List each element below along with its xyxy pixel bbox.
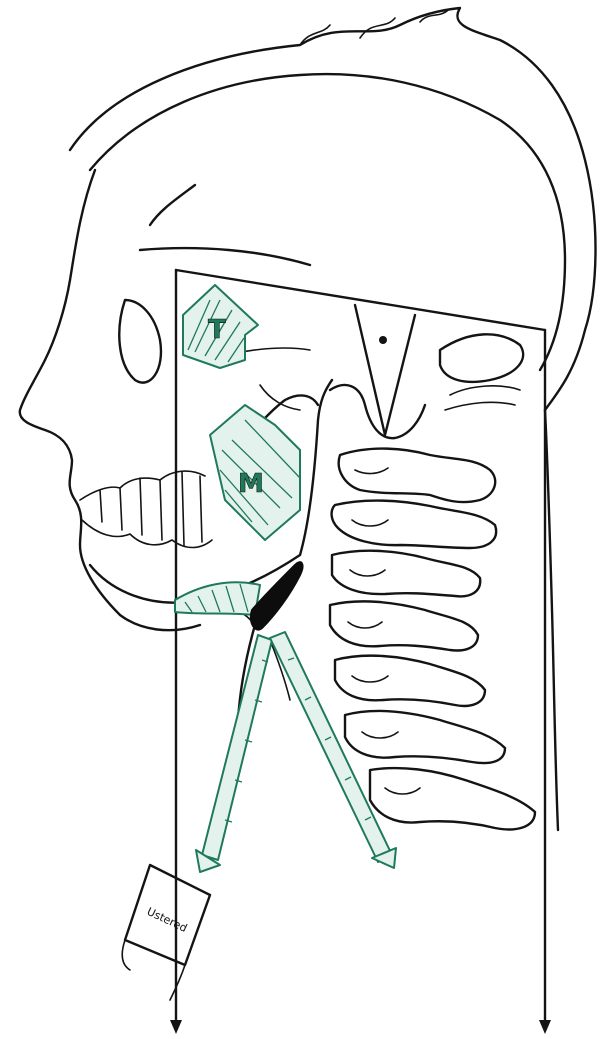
suprahyoid-muscle (175, 582, 260, 615)
support-label: Ustered (145, 905, 189, 935)
infrahyoid-muscles (196, 632, 396, 872)
reference-lines (170, 270, 551, 1034)
skull-outline (20, 170, 310, 630)
masseter-label: M (238, 469, 264, 499)
temporalis-label: T (208, 315, 226, 345)
cervical-spine (330, 449, 535, 830)
double-headed-arrow-icon (202, 635, 272, 860)
occipital-region (330, 334, 523, 438)
double-headed-arrow-icon (270, 632, 392, 862)
down-arrow-icon (539, 1020, 551, 1034)
pivot-point (379, 336, 387, 344)
down-arrow-icon (170, 1020, 182, 1034)
hair-outline (70, 8, 596, 410)
teeth (80, 471, 212, 547)
masseter-muscle: M (210, 405, 300, 540)
temporalis-muscle: T (183, 285, 258, 368)
support-object: Ustered (122, 865, 210, 1000)
